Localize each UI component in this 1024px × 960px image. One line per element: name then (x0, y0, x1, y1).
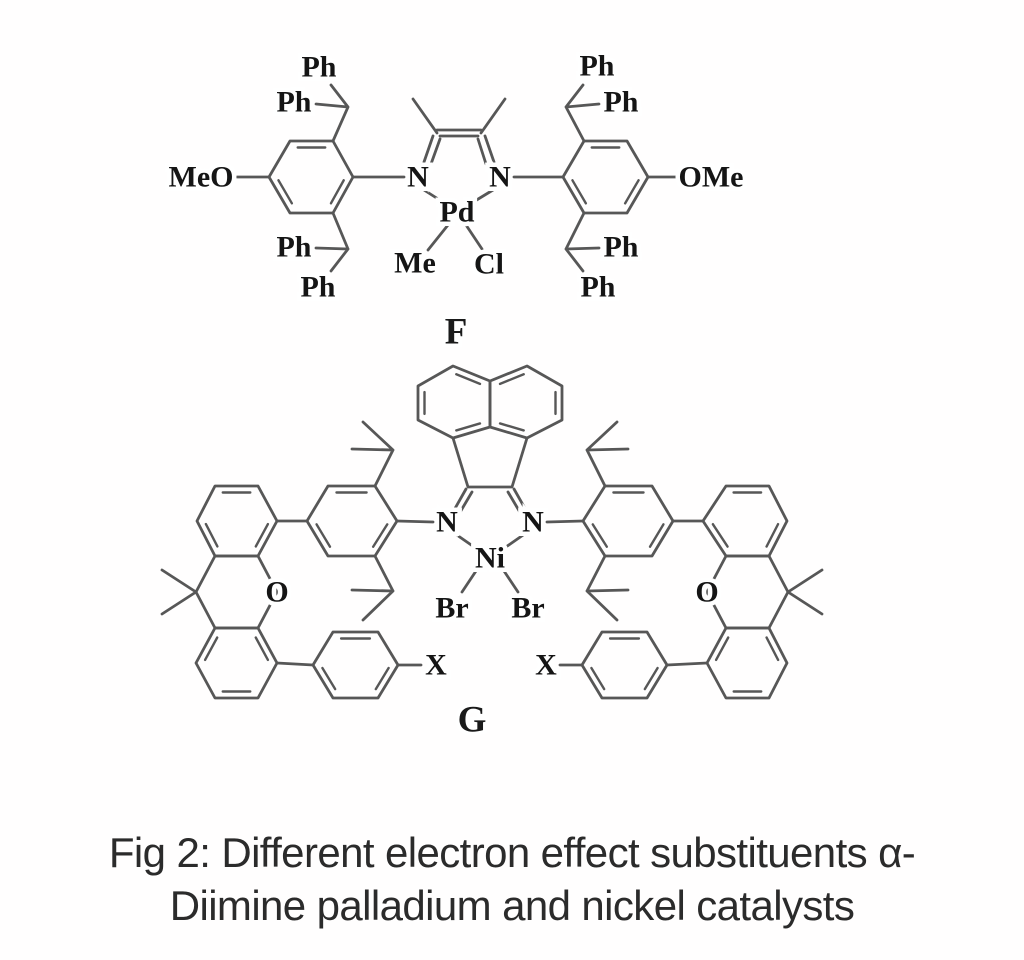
g-isopropyl-bonds (350, 420, 630, 622)
structure-g-tag: G (458, 700, 487, 741)
figure-caption: Fig 2: Different electron effect substit… (0, 826, 1024, 932)
chemical-structures-figure: MeO OMe Ph Ph Ph Ph Ph Ph Ph Ph N N Pd M… (160, 45, 824, 745)
g-biaryl-bonds (275, 519, 709, 667)
aromatic-inner-line (714, 636, 730, 662)
aromatic-inner-line (329, 179, 345, 205)
atom-label-ni: Ni (475, 542, 505, 575)
g-gem-dimethyl-bonds (160, 568, 824, 616)
f-benzhydryl-bonds (314, 83, 601, 273)
f-left-aryl-ring (267, 139, 355, 215)
g-coordination-bonds (395, 519, 585, 594)
atom-label-meo: MeO (169, 161, 234, 194)
aromatic-inner-line (374, 666, 390, 691)
aromatic-inner-line (203, 636, 219, 662)
atom-label-x: X (535, 649, 557, 682)
f-coordination-bonds (351, 175, 565, 252)
atom-label-cl: Cl (474, 248, 504, 281)
aromatic-inner-line (204, 522, 219, 548)
atom-label-o: O (265, 576, 288, 609)
atom-label-br: Br (435, 592, 468, 625)
g-five-ring-bonds (451, 436, 529, 489)
atom-label-n: N (407, 161, 429, 194)
structure-f-tag: F (445, 312, 468, 353)
aromatic-inner-line (711, 522, 729, 548)
aromatic-inner-line (591, 523, 609, 548)
g-left-aryl-ring (305, 484, 399, 558)
atom-label-o: O (695, 576, 718, 609)
g-right-xanthene-pyran-ring (705, 554, 790, 630)
aromatic-inner-line (277, 179, 294, 205)
g-left-x-phenyl-ring (311, 630, 400, 700)
atom-label-ph: Ph (603, 86, 638, 119)
atom-label-n: N (522, 506, 544, 539)
g-imine-double-bonds (451, 487, 529, 516)
aromatic-inner-line (765, 522, 780, 548)
g-right-aryl-ring (581, 484, 675, 558)
aromatic-inner-line (571, 179, 588, 205)
atom-label-br: Br (511, 592, 544, 625)
atom-label-ome: OMe (679, 161, 744, 194)
aromatic-inner-line (254, 522, 270, 548)
atom-label-n: N (489, 161, 511, 194)
aromatic-inner-line (648, 523, 665, 548)
atom-label-ph: Ph (603, 231, 638, 264)
aromatic-inner-line (623, 179, 640, 205)
f-backbone-bonds (411, 97, 507, 138)
aromatic-inner-line (643, 666, 659, 691)
atom-label-ph: Ph (579, 50, 614, 83)
aromatic-inner-line (498, 422, 525, 432)
aromatic-inner-line (455, 373, 482, 386)
atom-label-x: X (425, 649, 447, 682)
aromatic-inner-line (455, 422, 482, 432)
atom-label-ph: Ph (276, 231, 311, 264)
aromatic-inner-line (765, 636, 780, 662)
g-right-xanthene-upper-ring (701, 484, 789, 558)
caption-line-2: Diimine palladium and nickel catalysts (169, 882, 855, 929)
f-imine-double-bonds (422, 134, 496, 166)
atom-label-pd: Pd (439, 196, 474, 229)
aromatic-inner-line (254, 636, 270, 662)
atom-label-me: Me (394, 247, 436, 280)
g-naphthalene-right-ring (488, 364, 564, 440)
atom-label-ph: Ph (276, 86, 311, 119)
g-naphthalene-left-ring (416, 364, 492, 440)
f-right-aryl-ring (561, 139, 650, 215)
atom-label-ph: Ph (580, 271, 615, 304)
aromatic-inner-line (590, 666, 606, 691)
atom-label-ph: Ph (300, 271, 335, 304)
structure-g: N N Ni Br Br O O X X G (160, 364, 824, 745)
g-left-xanthene-upper-ring (195, 484, 279, 558)
atom-label-n: N (436, 506, 458, 539)
aromatic-inner-line (371, 523, 389, 548)
structure-f: MeO OMe Ph Ph Ph Ph Ph Ph Ph Ph N N Pd M… (164, 45, 748, 357)
g-right-xanthene-lower-ring (705, 626, 789, 700)
caption-line-1: Fig 2: Different electron effect substit… (108, 829, 916, 876)
aromatic-inner-line (315, 523, 332, 548)
g-left-xanthene-lower-ring (194, 626, 279, 700)
aromatic-inner-line (321, 666, 337, 691)
aromatic-inner-line (498, 373, 525, 386)
atom-label-ph: Ph (301, 51, 336, 84)
g-right-x-phenyl-ring (580, 630, 669, 700)
